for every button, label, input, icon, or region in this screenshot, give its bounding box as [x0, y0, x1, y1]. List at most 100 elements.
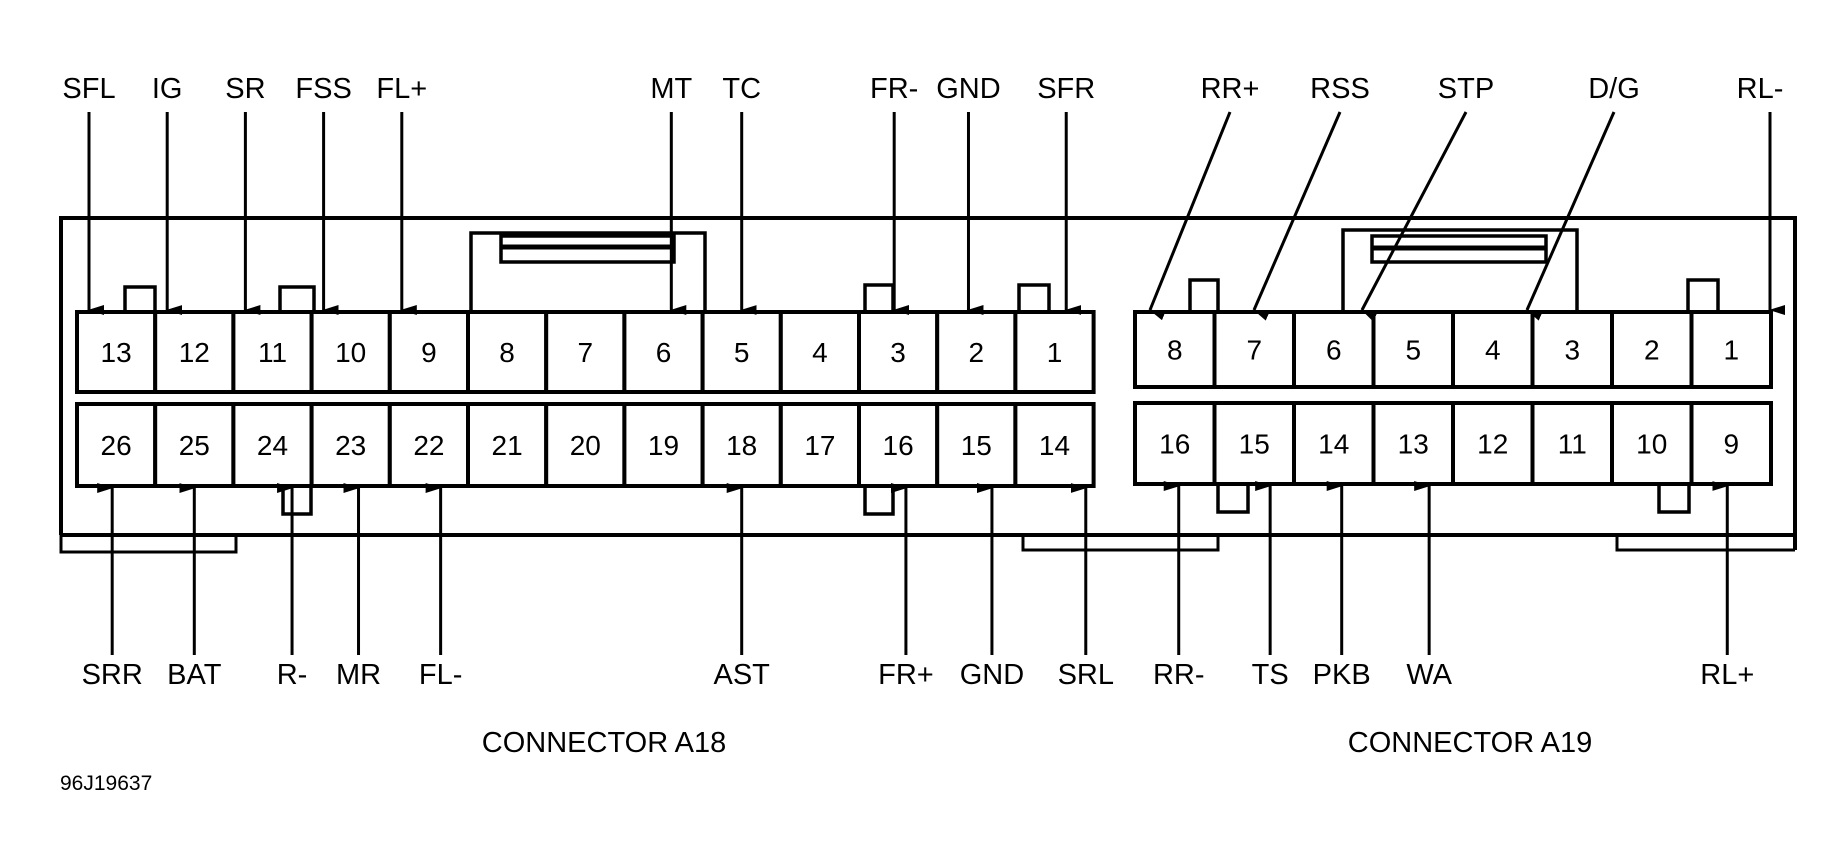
pin-cell	[1689, 401, 1773, 486]
pin-number: 11	[1558, 429, 1587, 460]
signal-label-a18-pin-26: SRR	[82, 659, 143, 691]
callout-arrow	[1360, 111, 1468, 322]
pin-cell	[1013, 402, 1096, 488]
callout-arrow	[1252, 111, 1342, 321]
signal-label-a19-pin-14: PKB	[1313, 659, 1371, 691]
pin-number: 24	[257, 430, 288, 461]
pin-number: 8	[1167, 335, 1183, 366]
pin-cell	[1212, 401, 1296, 486]
pin-number: 21	[492, 430, 523, 461]
pin-number: 9	[1723, 429, 1739, 460]
signal-label-a18-pin-2: GND	[936, 73, 1000, 105]
signal-label-a18-pin-18: AST	[713, 659, 770, 691]
latch-a19	[1341, 228, 1579, 312]
pin-number: 25	[179, 430, 210, 461]
pin-number: 8	[499, 337, 515, 368]
signal-label-a18-pin-24: R-	[277, 659, 308, 691]
pin-cell	[75, 402, 158, 488]
pin-cell	[1530, 401, 1614, 486]
signal-label-a18-pin-10: FSS	[295, 73, 351, 105]
pin-cell	[231, 402, 314, 488]
signal-label-a19-pin-8: RR+	[1201, 73, 1260, 105]
signal-label-a18-pin-6: MT	[650, 73, 692, 105]
signal-label-a18-pin-13: SFL	[62, 73, 115, 105]
pin-number: 19	[648, 430, 679, 461]
pin-number: 1	[1723, 335, 1739, 366]
pin-number: 18	[726, 430, 757, 461]
signal-label-a19-pin-15: TS	[1252, 659, 1289, 691]
signal-label-a19-pin-3: D/G	[1588, 73, 1640, 105]
pin-cell	[231, 310, 314, 394]
pin-number: 5	[1405, 335, 1421, 366]
signal-label-a18-pin-22: FL-	[419, 659, 463, 691]
pin-number: 26	[101, 430, 132, 461]
callout-arrow	[1148, 111, 1232, 321]
signal-label-a19-pin-6: STP	[1438, 73, 1494, 105]
pin-number: 2	[969, 337, 985, 368]
pin-number: 15	[1239, 429, 1270, 460]
pin-number: 6	[1326, 335, 1342, 366]
pin-number: 12	[179, 337, 210, 368]
pin-cell	[1292, 310, 1376, 389]
signal-label-a18-pin-11: SR	[225, 73, 265, 105]
pin-cell	[935, 402, 1018, 488]
signal-label-a18-pin-15: GND	[960, 659, 1024, 691]
pin-number: 1	[1047, 337, 1063, 368]
pin-number: 17	[804, 430, 835, 461]
pin-cell	[387, 402, 470, 488]
figure-code: 96J19637	[60, 772, 152, 795]
pin-number: 2	[1644, 335, 1660, 366]
pin-number: 10	[335, 337, 366, 368]
pin-number: 5	[734, 337, 750, 368]
pin-cell	[622, 310, 705, 394]
signal-label-a18-pin-5: TC	[722, 73, 761, 105]
pin-number: 7	[578, 337, 594, 368]
pin-number: 13	[101, 337, 132, 368]
pin-cell	[544, 310, 627, 394]
pin-cell	[387, 310, 470, 394]
pin-cell	[153, 402, 236, 488]
pin-number: 10	[1636, 429, 1667, 460]
signal-label-a19-pin-13: WA	[1406, 659, 1452, 691]
pin-number: 14	[1318, 429, 1349, 460]
pin-cell	[857, 402, 940, 488]
pin-number: 22	[413, 430, 444, 461]
signal-label-a18-pin-14: SRL	[1058, 659, 1114, 691]
callout-arrow	[1525, 111, 1616, 321]
pin-number: 16	[883, 430, 914, 461]
signal-label-a19-pin-16: RR-	[1153, 659, 1205, 691]
pin-number: 23	[335, 430, 366, 461]
signal-label-a18-pin-23: MR	[336, 659, 381, 691]
pin-number: 20	[570, 430, 601, 461]
signal-label-a18-pin-9: FL+	[376, 73, 427, 105]
signal-label-a18-pin-25: BAT	[167, 659, 222, 691]
pin-cell	[1451, 310, 1535, 389]
latch-a18	[469, 231, 707, 312]
pin-cell	[1371, 310, 1455, 389]
signal-label-a18-pin-1: SFR	[1037, 73, 1095, 105]
connector-a19-title: CONNECTOR A19	[1348, 727, 1592, 759]
signal-label-a19-pin-7: RSS	[1310, 73, 1370, 105]
pin-cell	[1530, 310, 1614, 389]
pin-number: 16	[1159, 429, 1190, 460]
signal-label-a18-pin-3: FR-	[870, 73, 918, 105]
connector-housing	[59, 216, 1797, 554]
pin-cell	[1689, 310, 1773, 389]
pin-cell	[153, 310, 236, 394]
pin-number: 3	[1564, 335, 1580, 366]
pin-number: 14	[1039, 430, 1070, 461]
pin-number: 12	[1477, 429, 1508, 460]
pin-number: 9	[421, 337, 437, 368]
signal-label-a18-pin-12: IG	[152, 73, 183, 105]
pin-number: 4	[1485, 335, 1501, 366]
pin-cell	[1610, 401, 1694, 486]
pin-cell	[1610, 310, 1694, 389]
pin-number: 6	[656, 337, 672, 368]
signal-label-a18-pin-16: FR+	[878, 659, 934, 691]
signal-label-a19-pin-1: RL-	[1737, 73, 1784, 105]
pin-number: 7	[1246, 335, 1262, 366]
pin-cell	[1013, 310, 1096, 394]
